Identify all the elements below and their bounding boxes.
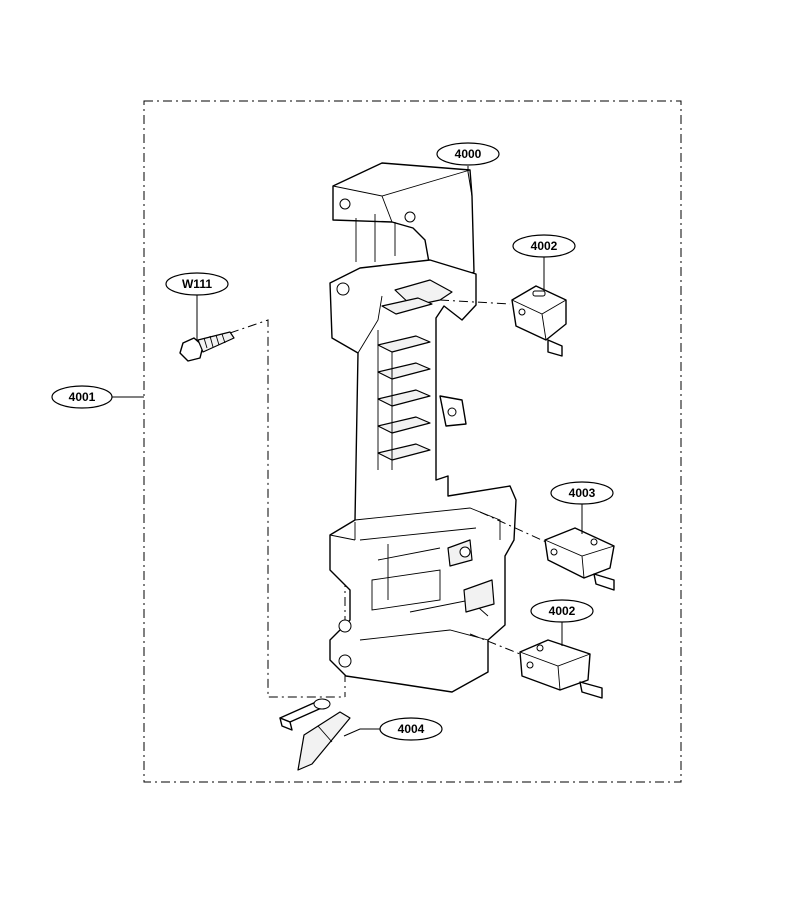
switch-upper-link: [439, 299, 511, 305]
callout-4001-label: 4001: [69, 390, 96, 404]
switch-upper-part: [511, 285, 567, 357]
callout-4000-label: 4000: [455, 147, 482, 161]
callout-w111: W111: [165, 272, 229, 340]
callout-4000: 4000: [436, 142, 500, 197]
switch-middle-link: [479, 511, 547, 543]
switch-lower-link: [469, 633, 521, 655]
switch-lower-part: [519, 639, 603, 699]
callout-4004: 4004: [343, 717, 443, 741]
callout-4002-lower: 4002: [530, 599, 594, 646]
latch-board-part: [329, 162, 517, 693]
assembly-boundary: [143, 100, 682, 783]
callout-4003: 4003: [550, 481, 614, 534]
callout-4002-lower-label: 4002: [549, 604, 576, 618]
screw-part: [179, 331, 235, 362]
callout-4002-upper: 4002: [512, 234, 576, 291]
callout-4004-label: 4004: [398, 722, 425, 736]
screw-alignment-guide: [229, 319, 345, 698]
callout-w111-label: W111: [182, 277, 212, 291]
switch-middle-part: [544, 527, 615, 591]
callout-4002-upper-label: 4002: [531, 239, 558, 253]
callout-4003-label: 4003: [569, 486, 596, 500]
lever-part: [279, 698, 351, 771]
callout-4001: 4001: [51, 385, 144, 409]
